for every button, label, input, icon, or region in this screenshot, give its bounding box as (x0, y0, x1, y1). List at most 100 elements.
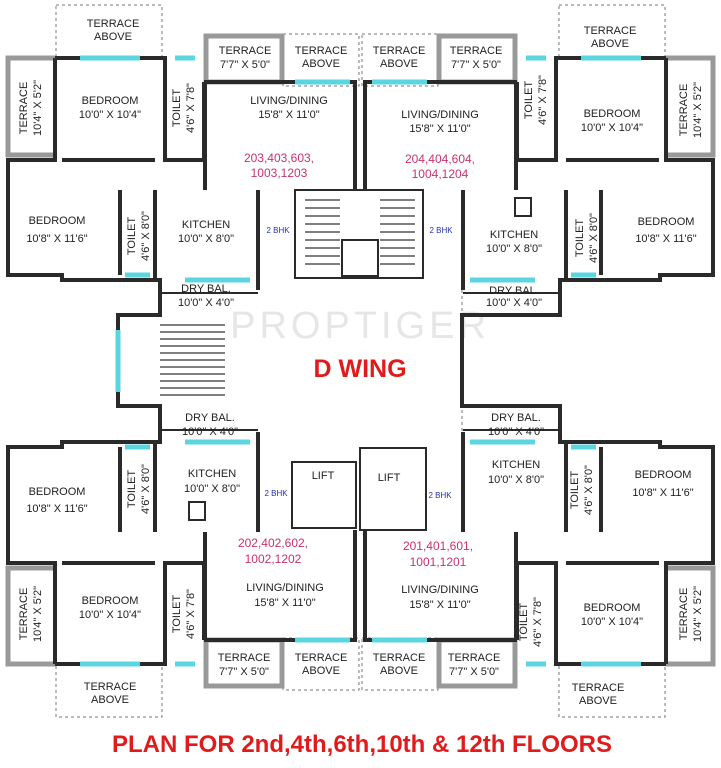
toilet-br2-size: 4'6" X 7'8" (532, 597, 544, 647)
toilet-bl-name: TOILET (126, 470, 138, 509)
toilet-tl-name: TOILET (171, 89, 183, 128)
bhk-tr: 2 BHK (429, 226, 453, 235)
lift-right: LIFT (378, 472, 401, 484)
terrace-tl-side-size: 10'4" X 5'2" (32, 80, 44, 136)
kitchen-br-name: KITCHEN (492, 459, 540, 471)
staircase-west (160, 324, 225, 396)
toilet-tl2-size: 4'6" X 8'0" (140, 211, 152, 261)
bedroom-bl-size: 10'8" X 11'6" (26, 503, 87, 515)
kitchen-tl-size: 10'0" X 8'0" (178, 233, 234, 245)
toilet-tr-size: 4'6" X 7'8" (537, 75, 549, 125)
drybal-tl-size: 10'0" X 4'0" (178, 297, 234, 309)
living-tr-name: LIVING/DINING (401, 109, 479, 121)
drybal-br-size: 10'0" X 4'0" (488, 426, 544, 438)
terrace-bl-size: 7'7" X 5'0" (219, 666, 269, 678)
toilet-br-size: 4'6" X 8'0" (583, 465, 595, 515)
terrace-bl-name: TERRACE (218, 652, 271, 664)
toilet-bl-size: 4'6" X 8'0" (140, 464, 152, 514)
wing-title: D WING (313, 355, 406, 383)
kitchen-br-size: 10'0" X 8'0" (488, 474, 544, 486)
terrace-br-size: 7'7" X 5'0" (449, 666, 499, 678)
toilet-bl2-name: TOILET (171, 595, 183, 634)
watermark: PROPTIGER (230, 305, 490, 347)
bedroom-br-name: BEDROOM (635, 469, 692, 481)
terrace-tr-side-name: TERRACE (678, 84, 690, 137)
drybal-tl-name: DRY BAL. (181, 283, 231, 295)
bedroom-br2-size: 10'0" X 10'4" (581, 616, 643, 628)
walls (6, 56, 715, 666)
terrace-br-name: TERRACE (448, 652, 501, 664)
drybal-bl-size: 10'0" X 4'0" (182, 426, 238, 438)
bedroom-br-size: 10'8" X 11'6" (632, 487, 693, 499)
unit-tl-line1: 203,403,603, (244, 151, 314, 165)
bhk-bl: 2 BHK (264, 489, 288, 498)
kitchen-bl-name: KITCHEN (188, 468, 236, 480)
bedroom-tl2-size: 10'8" X 11'6" (26, 233, 87, 245)
toilet-bl2-size: 4'6" X 7'8" (185, 589, 197, 639)
lift-left: LIFT (312, 470, 335, 482)
drybal-tr-name: DRY BAL. (489, 285, 539, 297)
unit-bl-line2: 1002,1202 (245, 552, 302, 566)
toilet-br2-name: TOILET (518, 603, 530, 642)
terrace-tr-side-size: 10'4" X 5'2" (692, 82, 704, 138)
bedroom-bl-name: BEDROOM (29, 486, 86, 498)
toilet-tr-name: TOILET (523, 81, 535, 120)
terrace-tr-size: 7'7" X 5'0" (451, 59, 501, 71)
toilet-tl-size: 4'6" X 7'8" (185, 83, 197, 133)
terrace-parapets (5, 33, 716, 689)
kitchen-tl-name: KITCHEN (182, 219, 230, 231)
drybal-bl-name: DRY BAL. (185, 412, 235, 424)
toilet-tr2-name: TOILET (574, 219, 586, 258)
living-br-name: LIVING/DINING (401, 584, 479, 596)
terrace-tl-name: TERRACE (219, 45, 272, 57)
bedroom-tr2-name: BEDROOM (638, 216, 695, 228)
bhk-tl: 2 BHK (266, 226, 290, 235)
bedroom-bl2-size: 10'0" X 10'4" (79, 609, 141, 621)
bedroom-br2-name: BEDROOM (584, 602, 641, 614)
bedroom-tr2-size: 10'8" X 11'6" (635, 233, 696, 245)
bedroom-tl-name: BEDROOM (82, 95, 139, 107)
living-tl-name: LIVING/DINING (250, 95, 328, 107)
staircase-center (305, 199, 415, 277)
bedroom-tl2-name: BEDROOM (29, 215, 86, 227)
unit-tr-line2: 1004,1204 (412, 167, 469, 181)
unit-bl-line1: 202,402,602, (238, 536, 308, 550)
living-br-size: 15'8" X 11'0" (409, 599, 470, 611)
terrace-tl-size: 7'7" X 5'0" (220, 59, 270, 71)
living-tl-size: 15'8" X 11'0" (258, 109, 319, 121)
bedroom-tl-size: 10'0" X 10'4" (79, 109, 141, 121)
living-bl-size: 15'8" X 11'0" (254, 597, 315, 609)
living-bl-name: LIVING/DINING (246, 582, 324, 594)
bedroom-bl2-name: BEDROOM (82, 595, 139, 607)
kitchen-bl-size: 10'0" X 8'0" (184, 483, 240, 495)
kitchen-tr-name: KITCHEN (490, 229, 538, 241)
living-tr-size: 15'8" X 11'0" (409, 123, 470, 135)
terrace-bl-side-name: TERRACE (18, 588, 30, 641)
plan-footer: PLAN FOR 2nd,4th,6th,10th & 12th FLOORS (112, 731, 612, 758)
drybal-br-name: DRY BAL. (491, 412, 541, 424)
terrace-tr-name: TERRACE (450, 45, 503, 57)
drybal-tr-size: 10'0" X 4'0" (486, 297, 542, 309)
unit-tr-line1: 204,404,604, (405, 152, 475, 166)
unit-tl-line2: 1003,1203 (251, 166, 308, 180)
toilet-tl2-name: TOILET (126, 217, 138, 256)
kitchen-tr-size: 10'0" X 8'0" (486, 243, 542, 255)
toilet-br-name: TOILET (569, 471, 581, 510)
unit-br-line2: 1001,1201 (410, 555, 467, 569)
terrace-tl-side-name: TERRACE (18, 82, 30, 135)
unit-br-line1: 201,401,601, (403, 539, 473, 553)
terrace-br-side-name: TERRACE (678, 588, 690, 641)
toilet-tr2-size: 4'6" X 8'0" (588, 213, 600, 263)
bedroom-tr-size: 10'0" X 10'4" (581, 122, 643, 134)
bhk-br: 2 BHK (428, 491, 452, 500)
terrace-br-side-size: 10'4" X 5'2" (692, 586, 704, 642)
